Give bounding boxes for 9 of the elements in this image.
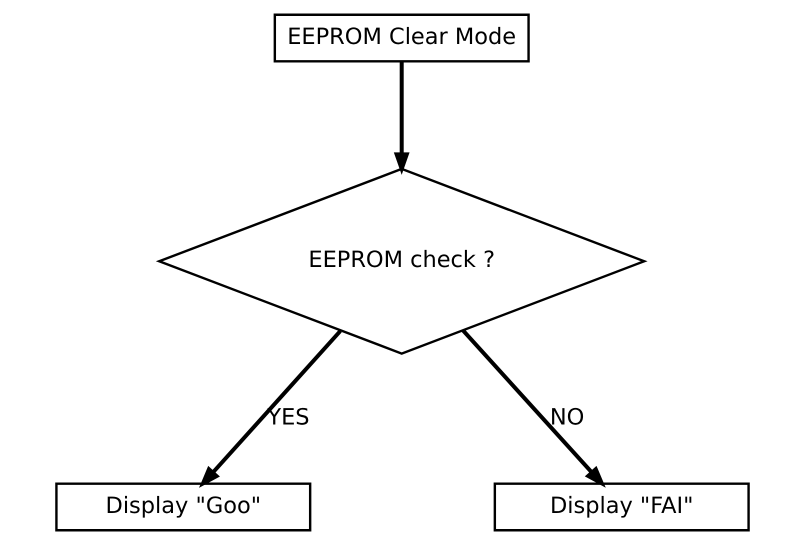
arrow (393, 62, 410, 175)
arrow (461, 329, 606, 488)
edge-label: YES (266, 404, 310, 431)
edge-label: NO (549, 404, 584, 431)
node-box: EEPROM Clear Mode (273, 14, 530, 63)
node-box: Display "FAI" (493, 482, 750, 532)
arrow (198, 330, 342, 488)
node-diamond: EEPROM check ? (155, 168, 648, 355)
node-box: Display "Goo" (54, 482, 311, 532)
